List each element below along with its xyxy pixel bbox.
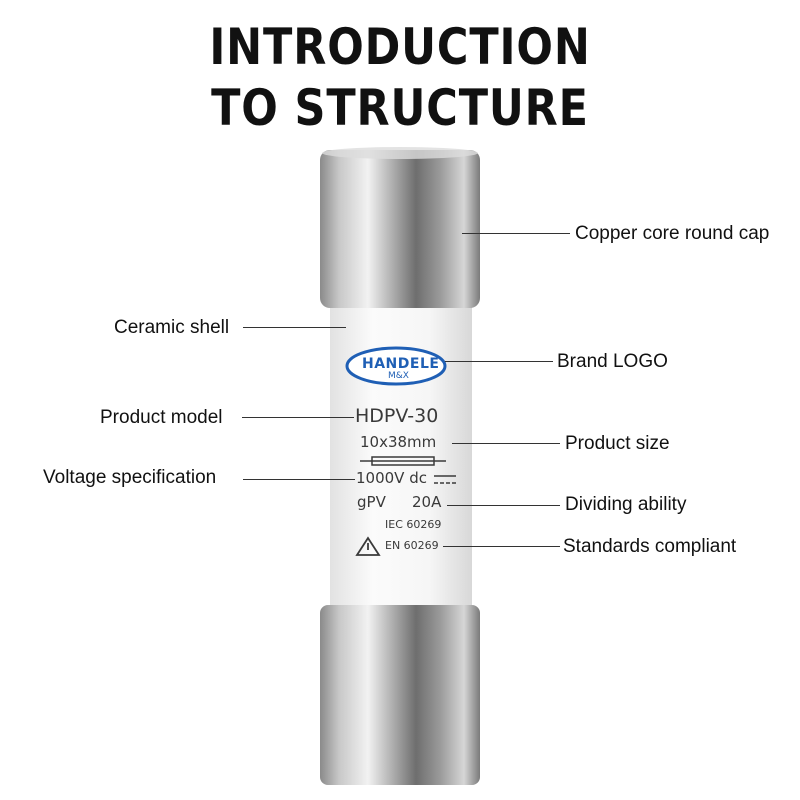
leader-breaking [447, 505, 560, 506]
leader-cap [462, 233, 570, 234]
ceramic-shell [330, 295, 472, 615]
current-text: 20A [412, 493, 442, 511]
label-logo: Brand LOGO [557, 351, 668, 372]
bottom-cap [320, 605, 480, 785]
standard-en-text: EN 60269 [385, 539, 439, 552]
title-line-2: TO STRUCTURE [211, 79, 589, 137]
leader-shell [243, 327, 346, 328]
brand-sub: M&X [388, 371, 409, 381]
label-size: Product size [565, 433, 670, 454]
leader-voltage [243, 479, 355, 480]
model-text: HDPV-30 [355, 405, 439, 427]
size-text: 10x38mm [360, 433, 437, 451]
top-cap [320, 150, 480, 308]
leader-standards [443, 546, 560, 547]
leader-size [452, 443, 560, 444]
label-breaking: Dividing ability [565, 494, 687, 515]
brand-logo-oval [345, 346, 447, 386]
voltage-text: 1000V dc [356, 469, 427, 487]
label-voltage: Voltage specification [43, 467, 217, 488]
label-standards: Standards compliant [563, 536, 737, 557]
rating-type-text: gPV [357, 493, 386, 511]
dc-symbol-icon [434, 475, 456, 484]
label-model: Product model [100, 407, 223, 428]
warning-triangle-icon [355, 536, 381, 556]
fuse-symbol-icon [360, 456, 446, 466]
label-cap: Copper core round cap [575, 223, 770, 244]
standard-iec-text: IEC 60269 [385, 518, 442, 531]
label-shell: Ceramic shell [114, 317, 230, 338]
leader-logo [445, 361, 553, 362]
title-line-1: INTRODUCTION [209, 18, 591, 76]
brand-name: HANDELE [362, 356, 440, 372]
leader-model [242, 417, 354, 418]
